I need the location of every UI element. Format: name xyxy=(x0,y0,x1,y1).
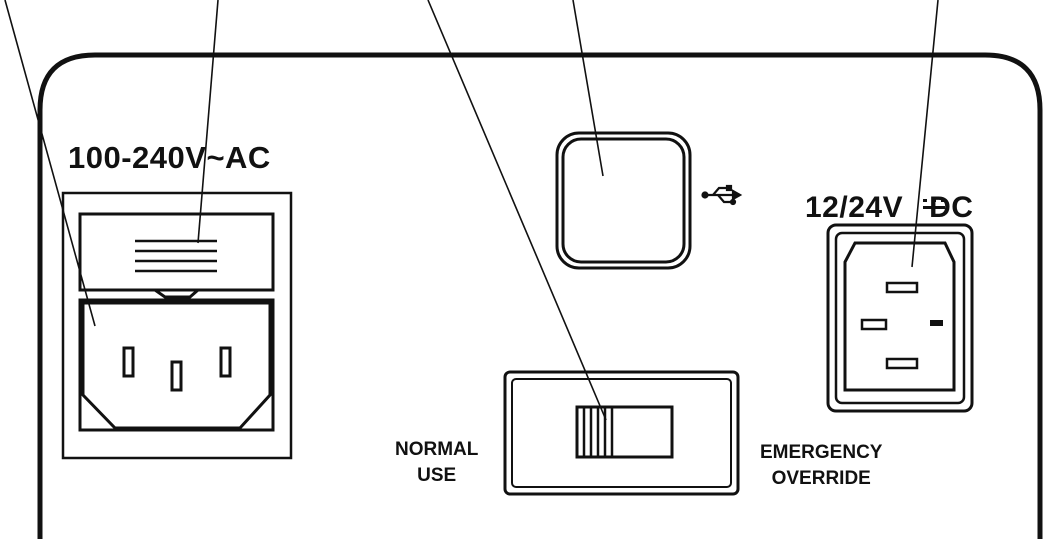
dc-input-label: 12/24V DC xyxy=(805,191,973,225)
normal-use-label: NORMAL USE xyxy=(395,437,478,489)
ac-inlet-module xyxy=(61,191,293,460)
leader-lines xyxy=(4,0,939,421)
leader-ac-socket xyxy=(4,0,96,327)
usb-icon xyxy=(701,184,743,206)
normal-use-line1: NORMAL xyxy=(395,439,479,460)
mode-switch-bezel xyxy=(503,370,740,496)
ac-module-frame xyxy=(61,191,293,460)
leader-usb xyxy=(572,0,604,177)
ac-input-label: 100-240V~AC xyxy=(68,140,271,175)
dc-voltage-text: 12/24V xyxy=(805,191,904,224)
emergency-override-line1: EMERGENCY xyxy=(760,442,883,463)
iec-pin-left xyxy=(122,346,135,378)
iec-pin-earth xyxy=(170,360,183,392)
dc-pin-top xyxy=(885,281,919,294)
iec-socket-frame xyxy=(78,298,275,432)
usb-port-inner xyxy=(561,137,686,264)
normal-use-line2: USE xyxy=(417,465,457,486)
usb-port-outer xyxy=(555,131,692,270)
emergency-override-line2: OVERRIDE xyxy=(771,468,871,489)
mode-switch-well xyxy=(511,378,732,488)
dc-socket-face xyxy=(843,241,956,392)
panel-outline xyxy=(37,52,1043,539)
leader-fuse xyxy=(197,0,219,244)
iec-socket xyxy=(81,301,272,430)
dc-pin-bottom xyxy=(885,357,919,370)
dc-pin-left xyxy=(860,318,888,331)
dc-symbol-icon xyxy=(923,199,945,209)
dc-socket-outer xyxy=(826,223,974,413)
dc-socket xyxy=(826,223,974,413)
fuse-drawer xyxy=(78,212,275,292)
fuse-drawer-tab xyxy=(154,288,199,299)
iec-pin-right xyxy=(219,346,232,378)
leader-dc xyxy=(911,0,939,268)
dc-key-notch xyxy=(930,320,943,326)
emergency-override-label: EMERGENCY OVERRIDE xyxy=(760,440,882,492)
dc-socket-inner xyxy=(834,231,966,405)
mode-switch-slider xyxy=(575,405,674,459)
mode-switch xyxy=(503,370,740,496)
dc-suffix-text: DC xyxy=(929,191,974,224)
usb-port xyxy=(555,131,692,270)
leader-switch xyxy=(427,0,607,421)
